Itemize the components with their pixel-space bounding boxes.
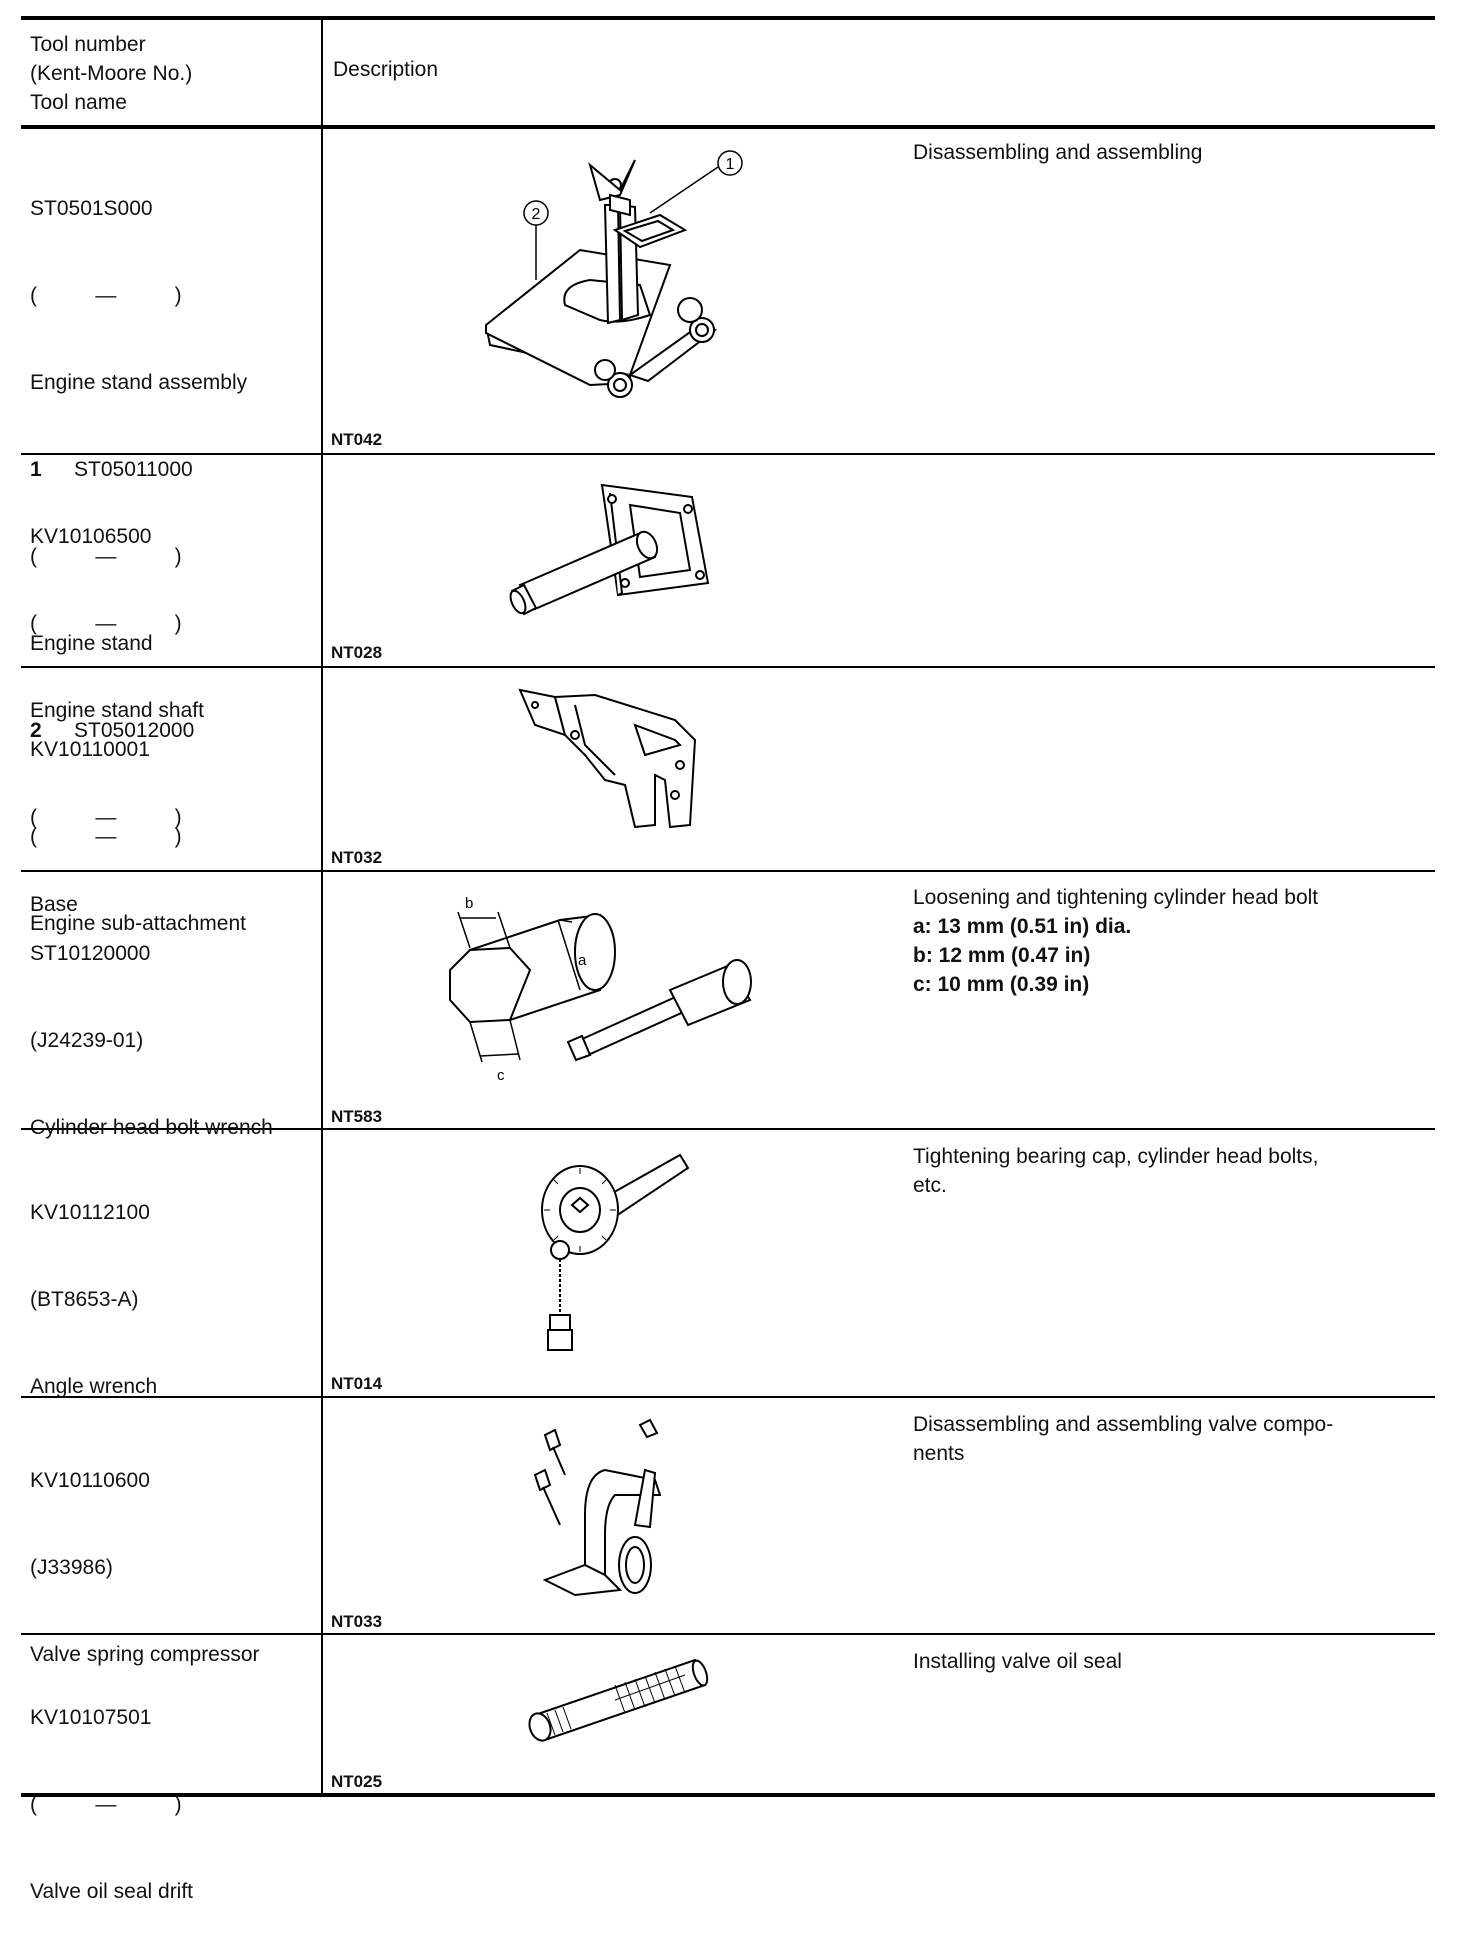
description: Loosening and tightening cylinder head b… xyxy=(913,883,1413,999)
kent-moore-number: (J24239-01) xyxy=(30,1029,144,1052)
sub-tool-number: ST05011000 xyxy=(74,458,193,481)
tool-cell: KV10107501 ( — ) Valve oil seal drift xyxy=(30,1645,315,1935)
sub-tool-name: Base xyxy=(30,893,78,916)
tool-name: Engine stand shaft xyxy=(30,699,204,722)
tool-number: KV10112100 xyxy=(30,1201,150,1224)
kent-moore-number: ( — ) xyxy=(30,1793,182,1816)
tool-number: KV10107501 xyxy=(30,1706,152,1729)
header-tool-column: Tool number (Kent-Moore No.) Tool name xyxy=(30,30,192,117)
row-divider xyxy=(21,666,1435,668)
description: Disassembling and assembling xyxy=(913,138,1413,167)
figure-code: NT042 xyxy=(331,430,383,449)
kent-moore-number: ( — ) xyxy=(30,284,182,307)
angle-wrench-illustration xyxy=(530,1150,710,1360)
figure-code: NT033 xyxy=(331,1612,383,1631)
description-line: nents xyxy=(913,1442,965,1465)
figure-code: NT014 xyxy=(331,1374,383,1393)
description-line: Tightening bearing cap, cylinder head bo… xyxy=(913,1145,1319,1168)
bolt-wrench-illustration: b a c xyxy=(430,895,810,1084)
figure-code: NT028 xyxy=(331,643,383,662)
sub-tool-number: ST05012000 xyxy=(74,719,195,742)
table-top-rule xyxy=(21,16,1435,20)
dim-label-b: b xyxy=(465,895,473,912)
tool-cell: KV10112100 (BT8653-A) Angle wrench xyxy=(30,1140,315,1430)
sub-tool-name: Engine stand xyxy=(30,632,153,655)
dimension-a: a: 13 mm (0.51 in) dia. xyxy=(913,915,1132,938)
row-divider xyxy=(21,870,1435,872)
table-bottom-rule xyxy=(21,1793,1435,1797)
description-line: etc. xyxy=(913,1174,947,1197)
description: Disassembling and assembling valve compo… xyxy=(913,1410,1413,1468)
header-line: (Kent-Moore No.) xyxy=(30,62,193,85)
callout-1: 1 xyxy=(726,156,735,173)
header-description: Description xyxy=(333,58,439,81)
description-line: Installing valve oil seal xyxy=(913,1650,1122,1673)
kent-moore-number: ( — ) xyxy=(30,806,182,829)
tool-name: Engine stand assembly xyxy=(30,371,248,394)
tool-number: ST10120000 xyxy=(30,942,151,965)
figure-code: NT025 xyxy=(331,1772,383,1791)
tool-number: ST0501S000 xyxy=(30,197,153,220)
row-divider xyxy=(21,1396,1435,1398)
kent-moore-number: (J33986) xyxy=(30,1556,113,1579)
tool-number: KV10110001 xyxy=(30,738,150,761)
tool-cell: KV10110600 (J33986) Valve spring compres… xyxy=(30,1408,315,1698)
valve-spring-compressor-illustration xyxy=(525,1415,715,1605)
kent-moore-number: ( — ) xyxy=(30,612,182,635)
engine-sub-attachment-illustration xyxy=(515,685,715,835)
dimension-b: b: 12 mm (0.47 in) xyxy=(913,944,1091,967)
description-line: Disassembling and assembling valve compo… xyxy=(913,1413,1334,1436)
tool-name: Valve spring compressor xyxy=(30,1643,260,1666)
sub-item: 2 ST05012000 xyxy=(30,716,315,745)
description-line: Disassembling and assembling xyxy=(913,141,1203,164)
tool-cell: KV10110001 ( — ) Engine sub-attachment xyxy=(30,677,315,967)
tool-name: Angle wrench xyxy=(30,1375,158,1398)
kent-moore-number: ( — ) xyxy=(30,825,182,848)
description: Installing valve oil seal xyxy=(913,1647,1413,1676)
tool-cell: ST10120000 (J24239-01) Cylinder head bol… xyxy=(30,881,315,1171)
figure-code: NT583 xyxy=(331,1107,383,1126)
kent-moore-number: ( — ) xyxy=(30,545,182,568)
dim-label-a: a xyxy=(578,952,587,969)
callout-2: 2 xyxy=(532,206,541,223)
tool-number: KV10106500 xyxy=(30,525,152,548)
valve-oil-seal-drift-illustration xyxy=(515,1655,715,1755)
tool-name: Cylinder head bolt wrench xyxy=(30,1116,273,1139)
row-divider xyxy=(21,1128,1435,1130)
row-divider xyxy=(21,1633,1435,1635)
row-divider xyxy=(21,453,1435,455)
engine-stand-illustration: 1 2 xyxy=(470,145,770,415)
description: Tightening bearing cap, cylinder head bo… xyxy=(913,1142,1413,1200)
sub-item: 1 ST05011000 xyxy=(30,455,315,484)
engine-stand-shaft-illustration xyxy=(510,475,730,635)
sub-item-number: 2 xyxy=(30,719,42,742)
kent-moore-number: (BT8653-A) xyxy=(30,1288,139,1311)
header-line: Tool name xyxy=(30,91,127,114)
tool-cell: ST0501S000 ( — ) Engine stand assembly 1… xyxy=(30,136,315,948)
column-divider xyxy=(321,18,323,1795)
tool-cell: KV10106500 ( — ) Engine stand shaft xyxy=(30,464,315,754)
sub-item-number: 1 xyxy=(30,458,42,481)
description-line: Loosening and tightening cylinder head b… xyxy=(913,886,1319,909)
dim-label-c: c xyxy=(497,1067,505,1084)
dimension-c: c: 10 mm (0.39 in) xyxy=(913,973,1090,996)
tool-number: KV10110600 xyxy=(30,1469,150,1492)
tool-name: Engine sub-attachment xyxy=(30,912,246,935)
header-bottom-rule xyxy=(21,125,1435,129)
figure-code: NT032 xyxy=(331,848,383,867)
tool-name: Valve oil seal drift xyxy=(30,1880,194,1903)
header-line: Tool number xyxy=(30,33,146,56)
